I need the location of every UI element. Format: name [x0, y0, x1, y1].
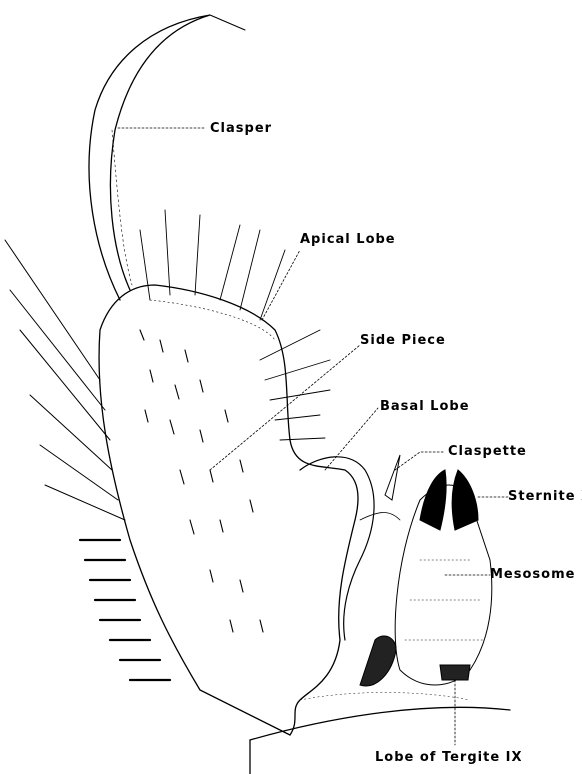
label-lobe-tergite: Lobe of Tergite IX [375, 750, 523, 766]
label-mesosome: Mesosome [490, 567, 575, 583]
basal-lobe-outline [300, 457, 374, 640]
label-claspette: Claspette [448, 444, 527, 460]
label-side-piece: Side Piece [360, 333, 446, 349]
label-apical-lobe: Apical Lobe [300, 232, 396, 248]
sternite-x-shape [420, 470, 446, 530]
leader-claspette [395, 452, 445, 470]
label-basal-lobe: Basal Lobe [380, 399, 470, 415]
label-clasper: Clasper [210, 121, 272, 137]
claspette-outline [385, 455, 400, 500]
clasper-outline [89, 15, 210, 300]
label-sternite-x: Sternite X [508, 489, 582, 505]
leader-basal-lobe [325, 408, 378, 470]
side-piece-outline [99, 285, 358, 735]
